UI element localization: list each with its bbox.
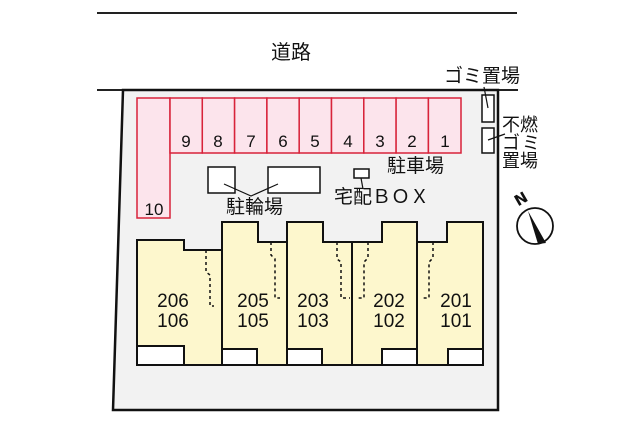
unit-label-202-102: 202 102 <box>373 291 405 332</box>
nonburnable-label-line1: 不燃 <box>502 115 538 136</box>
bicycle-parking-box-2 <box>267 166 321 194</box>
parking-slot-7 <box>233 97 268 154</box>
parking-slot-number: 2 <box>407 132 417 151</box>
nonburnable-label-line3: 置場 <box>502 151 538 172</box>
parking-area <box>136 97 462 219</box>
compass-north-icon <box>516 207 554 245</box>
parking-slot-number: 4 <box>343 132 353 151</box>
parking-slot-number: 3 <box>375 132 385 151</box>
parking-slot-number: 7 <box>246 132 256 151</box>
parking-slot-5 <box>298 97 333 154</box>
parking-slot-1 <box>427 97 462 154</box>
parking-slot-number: 6 <box>278 132 288 151</box>
parking-slot-10 <box>136 97 171 219</box>
bicycle-parking-box-1 <box>207 166 236 194</box>
parking-slot-number: 9 <box>181 132 191 151</box>
unit-label-206-106: 206 106 <box>157 291 189 332</box>
parking-slot-4 <box>330 97 365 154</box>
nonburnable-garbage-box <box>481 127 495 154</box>
unit-202-outline <box>351 221 418 366</box>
road-label: 道路 <box>271 40 311 64</box>
parking-slot-8 <box>201 97 236 154</box>
bicycle-parking-label: 駐輪場 <box>226 196 284 218</box>
nonburnable-label-line2: ゴミ <box>502 133 542 154</box>
parking-slot-number: 8 <box>213 132 223 151</box>
parking-slot-number: 10 <box>144 200 164 219</box>
parking-slot-3 <box>363 97 397 154</box>
unit-label-205-105: 205 105 <box>237 291 269 332</box>
parking-slot-6 <box>266 97 300 154</box>
parking-slot-number: 1 <box>440 132 450 151</box>
parking-label: 駐車場 <box>387 155 445 177</box>
unit-label-203-103: 203 103 <box>297 291 329 332</box>
garbage-label: ゴミ置場 <box>444 65 521 87</box>
garbage-box <box>481 94 495 123</box>
delivery-box-label: 宅配ＢＯＸ <box>334 186 430 208</box>
delivery-box <box>353 168 370 179</box>
unit-label-201-101: 201 101 <box>440 291 472 332</box>
parking-slot-number: 5 <box>310 132 320 151</box>
apartment-building <box>136 221 484 366</box>
